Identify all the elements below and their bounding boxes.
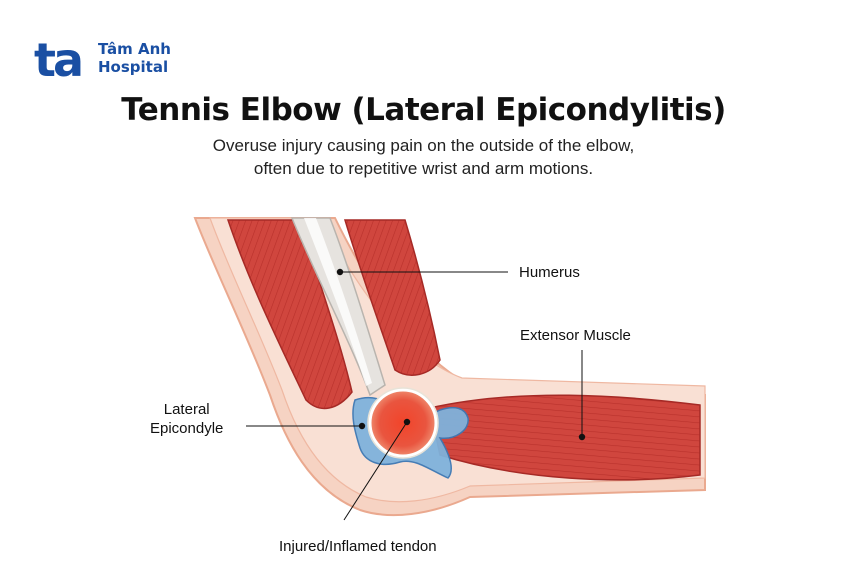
label-injured-tendon: Injured/Inflamed tendon: [279, 538, 437, 555]
label-lateral-epicondyle-line1: Lateral: [163, 401, 210, 418]
subtitle-line1: Overuse injury causing pain on the outsi…: [212, 136, 635, 155]
extensor-muscle-shape: [429, 394, 701, 481]
label-lateral-epicondyle-line2: Epicondyle: [150, 420, 224, 437]
logo-mark: ta: [34, 33, 84, 87]
logo-name-line2: Hospital: [98, 58, 169, 76]
label-humerus: Humerus: [519, 264, 580, 281]
humerus-highlight: [304, 218, 372, 386]
inflammation-outline: [367, 387, 439, 459]
upper-arm-muscle-left: [226, 219, 353, 410]
logo-name-line1: Tâm Anh: [98, 40, 171, 58]
pointer-epicondyle: [246, 422, 366, 430]
logo-name: Tâm Anh Hospital: [98, 40, 171, 76]
page-subtitle: Overuse injury causing pain on the outsi…: [0, 134, 847, 180]
subtitle-line2: often due to repetitive wrist and arm mo…: [253, 159, 594, 178]
hospital-logo: ta Tâm Anh Hospital: [34, 33, 174, 87]
label-lateral-epicondyle: Lateral Epicondyle: [150, 400, 223, 438]
pointer-extensor: [578, 350, 586, 441]
upper-arm-muscle-right: [343, 219, 441, 376]
pointer-humerus: [336, 268, 508, 276]
page-title: Tennis Elbow (Lateral Epicondylitis): [121, 92, 726, 128]
inflammation-circle: [368, 388, 438, 458]
pointer-tendon: [343, 418, 411, 521]
label-extensor-muscle: Extensor Muscle: [520, 327, 631, 344]
